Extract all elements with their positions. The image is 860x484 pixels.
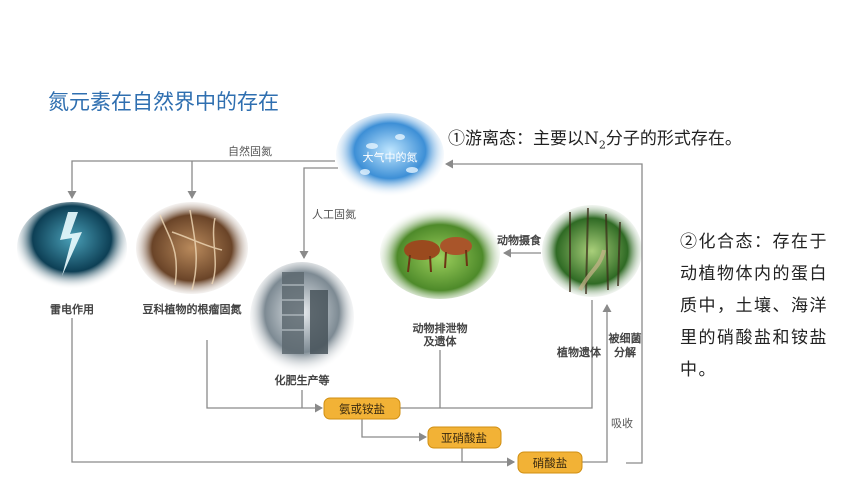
plant-remains-label: 植物遗体 (556, 345, 602, 359)
free-state-note: ①游离态：主要以N2分子的形式存在。 (448, 124, 742, 151)
arrow-nitrite-to-nitrate (461, 448, 515, 467)
ammonia-box-label: 氨或铵盐 (339, 402, 385, 416)
legume-label: 豆科植物的根瘤固氮 (143, 302, 242, 316)
natural-fixation-label: 自然固氮 (228, 144, 272, 158)
forest-image (542, 205, 642, 297)
artificial-fixation-label: 人工固氮 (312, 207, 356, 221)
combined-state-note: ②化合态：存在于动植物体内的蛋白质中，土壤、海洋里的硝酸盐和铵盐中。 (680, 232, 828, 380)
absorption-label: 吸收 (611, 416, 633, 430)
arrow-bacteria-decompose (445, 159, 643, 464)
page-title: 氮元素在自然界中的存在 (48, 90, 279, 114)
animals-label-line2: 及遗体 (424, 334, 458, 348)
fertilizer-factory-image (250, 262, 354, 374)
arrow-plant-remains (392, 300, 593, 413)
legume-roots-image (136, 202, 248, 294)
nitrate-box: 硝酸盐 (517, 451, 583, 474)
arrow-legume-to-ammonia (206, 340, 323, 413)
nitrite-box: 亚硝酸盐 (427, 426, 502, 449)
free-state-note-suffix: 分子的形式存在。 (605, 129, 742, 149)
animals-label-line1: 动物排泄物 (413, 321, 468, 335)
fertilizer-label: 化肥生产等 (275, 373, 330, 387)
free-state-note-subscript: 2 (598, 138, 606, 152)
atmosphere-label: 大气中的氮 (363, 150, 418, 164)
nitrate-box-label: 硝酸盐 (533, 456, 568, 470)
nitrite-box-label: 亚硝酸盐 (441, 431, 487, 445)
bacteria-label-line2: 分解 (614, 345, 636, 359)
arrow-absorption (582, 304, 612, 463)
animal-feeding-label: 动物摄食 (497, 233, 542, 247)
lightning-label: 雷电作用 (50, 302, 94, 316)
ammonia-box: 氨或铵盐 (323, 397, 401, 420)
grazing-cattle-image (380, 207, 500, 299)
atmosphere-image: 大气中的氮 (336, 113, 444, 197)
arrow-lightning-to-nitrate (71, 318, 515, 467)
arrow-ammonia-to-nitrite (361, 419, 427, 442)
arrow-natural-fixation (67, 160, 335, 199)
lightning-image (17, 202, 127, 294)
bacteria-label-line1: 被细菌 (609, 331, 642, 345)
free-state-note-prefix: ①游离态：主要以N (448, 129, 599, 149)
arrow-artificial-fixation (299, 167, 338, 259)
